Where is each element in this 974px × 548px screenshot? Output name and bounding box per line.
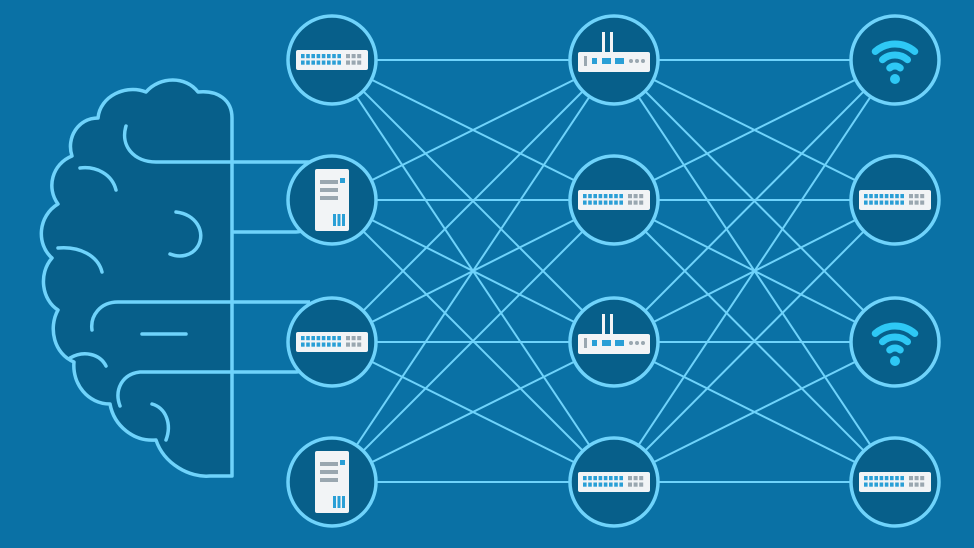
connection-line [613,59,896,483]
connection-line [613,341,896,483]
brain-icon [39,78,234,478]
connection-line [331,199,615,483]
connections [331,59,896,483]
network-switch-icon [296,332,368,352]
input-node-2 [286,154,378,246]
hidden-node-2 [568,154,660,246]
hidden-node-3 [568,296,660,388]
node-circle [849,14,941,106]
connection-line [331,59,615,343]
network-switch-icon [578,472,650,492]
output-node-3 [849,296,941,388]
connection-line [613,59,896,343]
nodes [286,14,941,528]
wifi-icon [871,40,919,84]
connection-line [331,59,615,483]
input-node-1 [286,14,378,106]
output-node-2 [849,154,941,246]
input-node-4 [286,436,378,528]
hidden-node-4 [568,436,660,528]
network-switch-icon [859,472,931,492]
connection-line [613,199,896,483]
node-circle [849,296,941,388]
connection-line [613,59,896,201]
output-node-4 [849,436,941,528]
hidden-node-1 [568,14,660,106]
network-switch-icon [296,50,368,70]
network-switch-icon [578,190,650,210]
wifi-icon [871,322,919,366]
connection-line [331,59,615,201]
router-icon [578,314,650,354]
server-tower-icon [315,451,349,513]
router-icon [578,32,650,72]
input-node-3 [286,296,378,388]
network-switch-icon [859,190,931,210]
server-tower-icon [315,169,349,231]
connection-line [331,341,615,483]
output-node-1 [849,14,941,106]
